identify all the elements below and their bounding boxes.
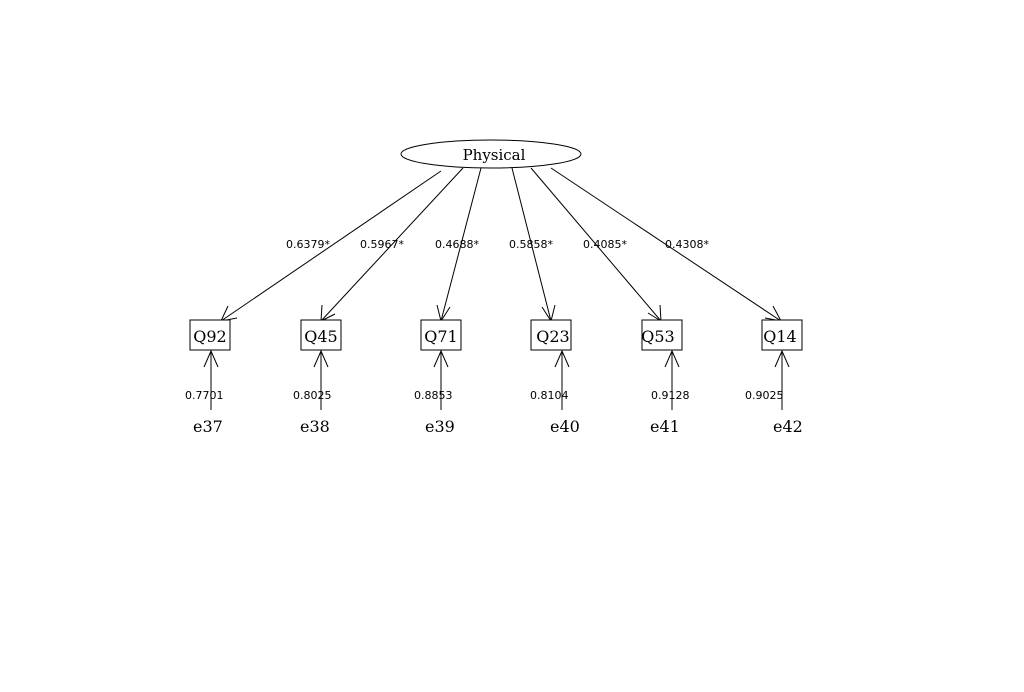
residual-label-e38: 0.8025: [293, 389, 332, 402]
loading-label-q23: 0.5858*: [509, 238, 553, 251]
error-arrowhead-e40: [554, 349, 570, 368]
loading-path-q14: [550, 167, 782, 322]
error-arrowhead-e37: [203, 349, 219, 368]
error-labels: e37 e38 e39 e40 e41 e42: [193, 417, 803, 436]
arrowhead-q14: [764, 305, 782, 322]
loading-label-q45: 0.5967*: [360, 238, 404, 251]
loading-path-q45: [320, 167, 464, 322]
arrowhead-q92: [220, 305, 238, 322]
error-label-e39: e39: [425, 417, 455, 436]
loading-path-q71: [440, 167, 482, 322]
loading-arrowheads: [220, 304, 782, 323]
indicator-label-q23: Q23: [536, 327, 569, 346]
residual-label-e39: 0.8853: [414, 389, 453, 402]
error-arrows: [203, 349, 790, 410]
indicator-q14: Q14: [761, 319, 803, 351]
residual-label-e41: 0.9128: [651, 389, 690, 402]
error-arrowhead-e41: [664, 349, 680, 368]
error-arrowhead-e42: [774, 349, 790, 368]
indicator-q45: Q45: [300, 319, 342, 351]
loading-paths: [220, 167, 782, 322]
residual-label-e37: 0.7701: [185, 389, 224, 402]
indicator-q92: Q92: [189, 319, 231, 351]
loading-label-q53: 0.4085*: [583, 238, 627, 251]
error-arrowhead-e39: [433, 349, 449, 368]
indicator-q71: Q71: [420, 319, 462, 351]
error-label-e40: e40: [550, 417, 580, 436]
loading-label-q14: 0.4308*: [665, 238, 709, 251]
loading-labels: 0.6379* 0.5967* 0.4688* 0.5858* 0.4085* …: [286, 238, 709, 251]
error-label-e42: e42: [773, 417, 803, 436]
residual-label-e42: 0.9025: [745, 389, 784, 402]
indicator-label-q14: Q14: [763, 327, 796, 346]
error-label-e41: e41: [650, 417, 680, 436]
indicator-label-q53: Q53: [641, 327, 674, 346]
indicator-label-q92: Q92: [193, 327, 226, 346]
indicator-q23: Q23: [530, 319, 572, 351]
loading-path-q53: [530, 167, 662, 322]
error-label-e37: e37: [193, 417, 223, 436]
loading-label-q71: 0.4688*: [435, 238, 479, 251]
indicator-label-q45: Q45: [304, 327, 337, 346]
residual-label-e40: 0.8104: [530, 389, 569, 402]
loading-path-q23: [511, 167, 552, 322]
latent-node: Physical: [400, 139, 582, 169]
error-label-e38: e38: [300, 417, 330, 436]
loading-path-q92: [220, 170, 442, 322]
loading-label-q92: 0.6379*: [286, 238, 330, 251]
latent-label: Physical: [463, 146, 526, 164]
indicator-label-q71: Q71: [424, 327, 457, 346]
residual-labels: 0.7701 0.8025 0.8853 0.8104 0.9128 0.902…: [185, 389, 784, 402]
error-arrowhead-e38: [313, 349, 329, 368]
indicator-q53: Q53: [641, 319, 683, 351]
